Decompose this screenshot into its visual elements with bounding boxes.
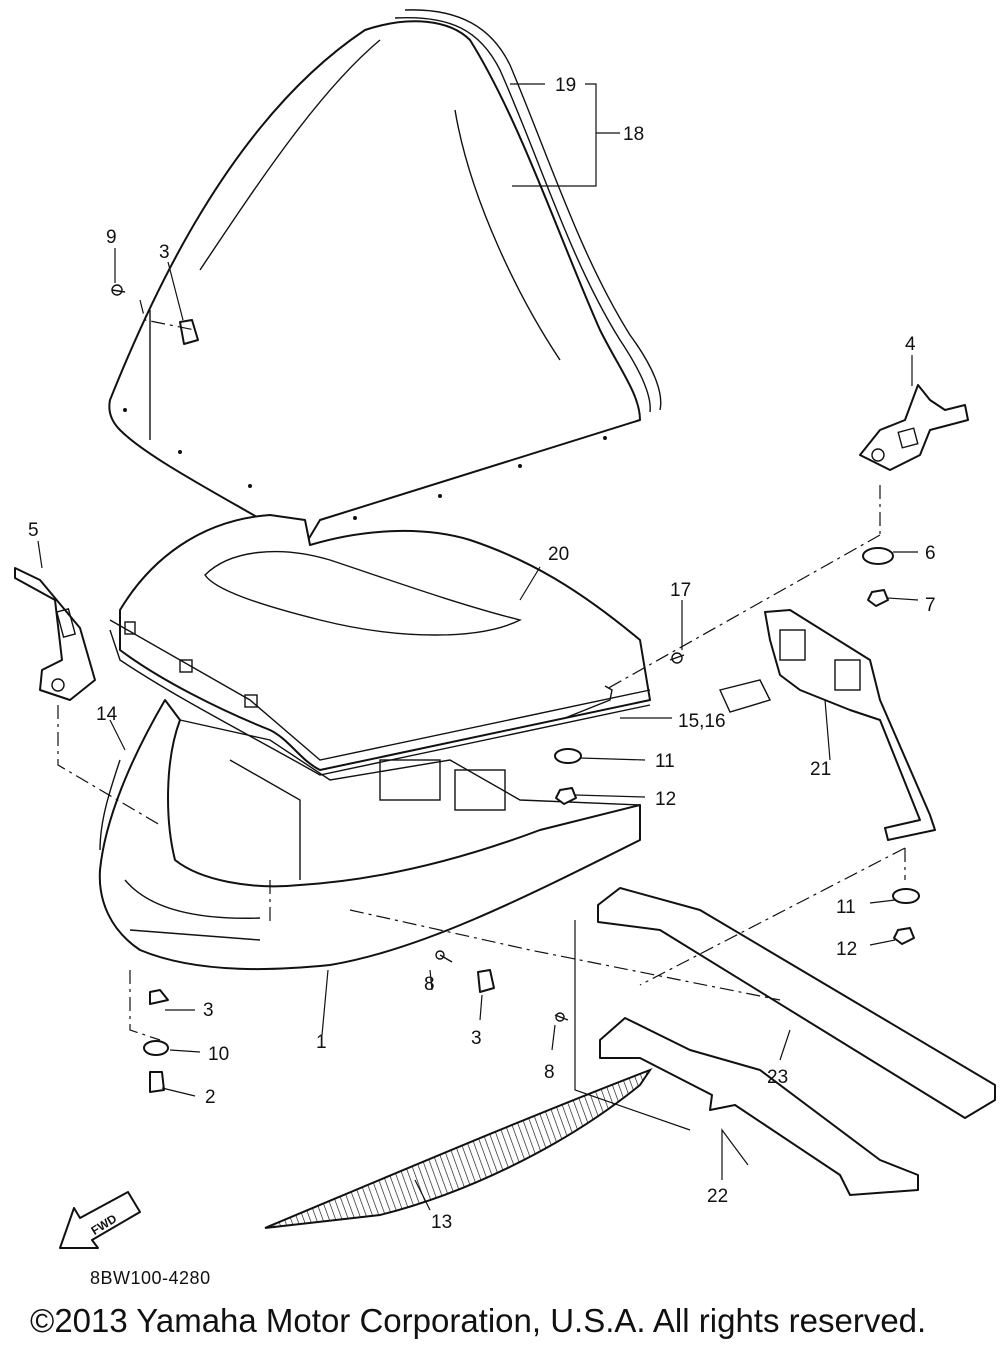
bracket-21 (719, 609, 936, 841)
callout-9: 9 (106, 227, 117, 248)
callout-12-right: 12 (836, 939, 857, 960)
fwd-arrow: FWD (59, 1191, 141, 1249)
callout-19: 19 (555, 75, 576, 96)
callout-4: 4 (905, 334, 916, 355)
windshield (108, 9, 662, 546)
bracket-5 (14, 567, 96, 701)
callout-11-mid: 11 (655, 751, 675, 772)
diagram-code: 8BW100-4280 (90, 1268, 211, 1288)
callout-12-mid: 12 (655, 789, 676, 810)
callout-10: 10 (208, 1044, 229, 1065)
callout-3-top: 3 (159, 242, 170, 263)
callout-14: 14 (96, 704, 118, 725)
side-rail-23 (597, 887, 996, 1119)
callout-5: 5 (28, 520, 39, 541)
callout-17: 17 (670, 580, 691, 601)
callout-23: 23 (767, 1067, 788, 1088)
callout-1: 1 (316, 1032, 327, 1053)
callout-21: 21 (810, 759, 831, 780)
side-rail-22 (599, 1017, 919, 1196)
callout-8-left: 8 (424, 974, 435, 995)
callout-15-16: 15,16 (678, 711, 726, 732)
decal-13 (264, 1067, 653, 1229)
callout-20: 20 (548, 544, 569, 565)
callout-3-mid: 3 (471, 1028, 482, 1049)
hardware (111, 284, 920, 1093)
callout-11-right: 11 (836, 897, 856, 918)
bracket-4 (859, 384, 969, 471)
lower-cowling (98, 699, 641, 971)
callout-2: 2 (205, 1087, 216, 1108)
callout-18: 18 (623, 124, 644, 145)
callout-7: 7 (925, 595, 936, 616)
callouts: 19 18 9 3 4 5 20 6 7 17 15,16 14 11 12 2… (28, 75, 936, 1233)
leader-lines (37, 83, 919, 1211)
callout-3-left: 3 (203, 1000, 214, 1021)
assembly-lines (57, 299, 906, 1041)
callout-6: 6 (925, 543, 936, 564)
callout-22: 22 (707, 1186, 728, 1207)
copyright-notice: ©2013 Yamaha Motor Corporation, U.S.A. A… (30, 1302, 927, 1339)
callout-13: 13 (431, 1212, 452, 1233)
callout-8-right: 8 (544, 1062, 555, 1083)
